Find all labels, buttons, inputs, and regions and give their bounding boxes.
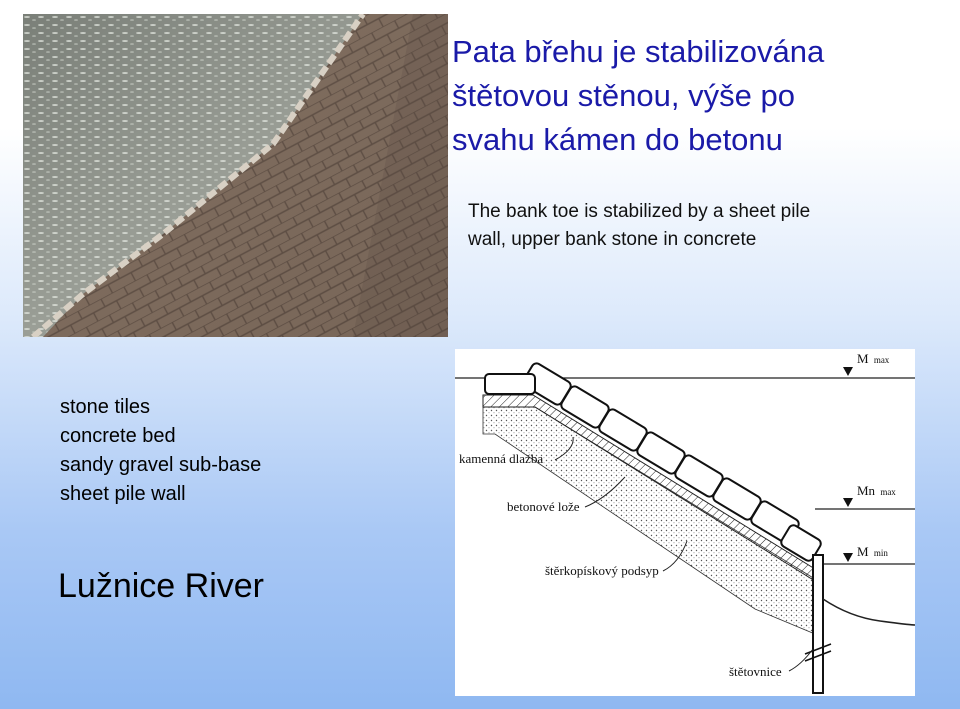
label-gravel-sub-base: štěrkopískový podsyp: [545, 563, 659, 578]
level-min-marker: [843, 553, 853, 562]
slide-title: Pata břehu je stabilizována štětovou stě…: [452, 30, 952, 162]
level-nmax-label: Mn: [857, 483, 876, 498]
bank-cross-section-diagram: M max Mn max M min kamenná dlažba betono…: [455, 349, 916, 696]
leader-concrete: [584, 476, 626, 508]
svg-text:M max: M max: [857, 351, 890, 366]
river-bed-line: [822, 598, 916, 626]
leader-stone: [554, 436, 574, 461]
svg-text:M min: M min: [857, 544, 888, 559]
label-sheet-pile: štětovnice: [729, 664, 782, 679]
svg-text:Mn max: Mn max: [857, 483, 896, 498]
bank-photo: [23, 14, 448, 337]
river-name: Lužnice River: [58, 567, 264, 605]
level-nmax-sub: max: [880, 487, 896, 497]
label-stone-paving: kamenná dlažba: [459, 451, 543, 466]
title-line: svahu kámen do betonu: [452, 122, 783, 157]
caption-line: wall, upper bank stone in concrete: [468, 229, 757, 250]
title-line: štětovou stěnou, výše po: [452, 78, 795, 113]
caption-line: The bank toe is stabilized by a sheet pi…: [468, 201, 811, 222]
crest-stone: [484, 373, 536, 395]
legend-item-gravel-sub-base: sandy gravel sub-base: [60, 454, 262, 476]
stone-tiles: [522, 362, 822, 562]
sheet-pile-break: [804, 643, 832, 655]
layer-legend: stone tiles concrete bed sandy gravel su…: [60, 393, 261, 509]
legend-item-sheet-pile-wall: sheet pile wall: [60, 483, 186, 505]
level-max-marker: [843, 367, 853, 376]
level-min-sub: min: [874, 548, 889, 558]
leader-sheetpile: [788, 648, 814, 672]
legend-item-concrete-bed: concrete bed: [60, 425, 176, 447]
sheet-pile-break: [804, 650, 832, 662]
level-min-label: M: [857, 544, 869, 559]
level-max-sub: max: [874, 355, 890, 365]
label-concrete-bed: betonové lože: [507, 499, 580, 514]
leader-gravel: [662, 540, 688, 572]
level-nmax-marker: [843, 498, 853, 507]
sheet-pile: [812, 554, 824, 694]
english-caption: The bank toe is stabilized by a sheet pi…: [468, 198, 938, 254]
legend-item-stone-tiles: stone tiles: [60, 396, 151, 418]
level-max-label: M: [857, 351, 869, 366]
title-line: Pata břehu je stabilizována: [452, 34, 825, 69]
